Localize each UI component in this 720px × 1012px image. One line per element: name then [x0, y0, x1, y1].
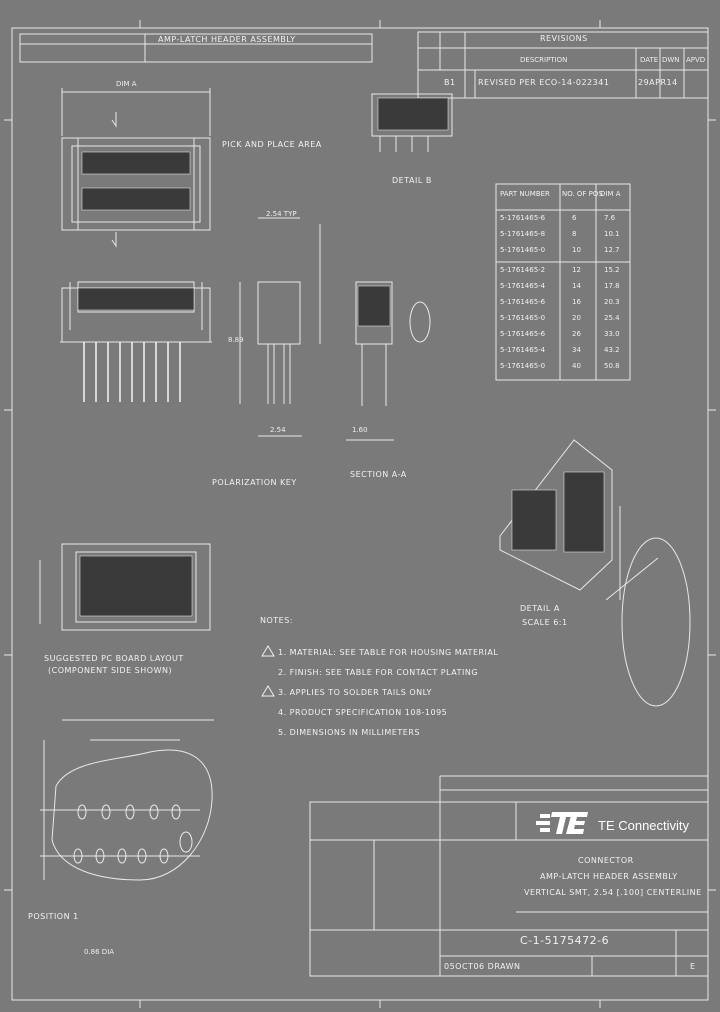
revision-col-description: DESCRIPTION — [520, 56, 568, 64]
table-row: 50.8 — [604, 362, 620, 370]
notes-header: NOTES: — [260, 616, 293, 625]
revisions-header: REVISIONS — [540, 34, 588, 43]
pick-place-callout: PICK AND PLACE AREA — [222, 140, 322, 149]
table-row: 5-1761465-0 — [500, 362, 546, 370]
table-row: 10.1 — [604, 230, 620, 238]
table-row: 14 — [572, 282, 581, 290]
dim-tail: 2.54 — [270, 426, 286, 434]
table-row: 5-1761465-6 — [500, 298, 546, 306]
table-row: 5-1761465-0 — [500, 246, 546, 254]
table-row: 10 — [572, 246, 581, 254]
polarization-callout: POLARIZATION KEY — [212, 478, 297, 487]
dim-pitch: 2.54 TYP — [266, 210, 297, 218]
drawing-number: C-1-5175472-6 — [520, 934, 610, 947]
pcb-layout-sub-label: (COMPONENT SIDE SHOWN) — [48, 666, 173, 675]
revision-col-date: DATE — [640, 56, 659, 64]
table-row: 5-1761465-6 — [500, 330, 546, 338]
part-title-line3: VERTICAL SMT, 2.54 [.100] CENTERLINE — [524, 888, 702, 897]
top-title-text: AMP-LATCH HEADER ASSEMBLY — [158, 35, 296, 44]
note-4: 4. PRODUCT SPECIFICATION 108-1095 — [278, 708, 448, 717]
table-row: 12.7 — [604, 246, 620, 254]
te-logo-icon — [536, 812, 588, 834]
table-row: 5-1761465-8 — [500, 230, 546, 238]
table-header-dim: DIM A — [600, 190, 621, 198]
note-1: 1. MATERIAL: SEE TABLE FOR HOUSING MATER… — [278, 648, 499, 657]
dist-drawn: 05OCT06 DRAWN — [444, 962, 521, 971]
detail-a-label: DETAIL A — [520, 604, 560, 613]
table-row: 17.8 — [604, 282, 620, 290]
table-row: 25.4 — [604, 314, 620, 322]
revision-col-dwn: DWN — [662, 56, 680, 64]
table-row: 5-1761465-0 — [500, 314, 546, 322]
table-row: 5-1761465-4 — [500, 346, 546, 354]
table-row: 6 — [572, 214, 577, 222]
dim-height: 8.89 — [228, 336, 244, 344]
table-row: 26 — [572, 330, 581, 338]
dim-hole: 0.86 DIA — [84, 948, 115, 956]
note-3: 3. APPLIES TO SOLDER TAILS ONLY — [278, 688, 432, 697]
table-row: 34 — [572, 346, 581, 354]
table-row: 8 — [572, 230, 577, 238]
table-row: 7.6 — [604, 214, 616, 222]
position-one-callout: POSITION 1 — [28, 912, 79, 921]
table-row: 15.2 — [604, 266, 620, 274]
pcb-layout-label: SUGGESTED PC BOARD LAYOUT — [44, 654, 184, 663]
sheet-rev: E — [690, 962, 696, 971]
table-row: 5-1761465-4 — [500, 282, 546, 290]
revision-entry: REVISED PER ECO-14-022341 — [478, 78, 610, 87]
scale-label: SCALE 6:1 — [522, 618, 568, 627]
table-header-pos: NO. OF POS — [562, 190, 603, 198]
dim-board: 1.60 — [352, 426, 368, 434]
revision-col-apvd: APVD — [686, 56, 706, 64]
triangle-note-icon — [261, 645, 275, 697]
note-2: 2. FINISH: SEE TABLE FOR CONTACT PLATING — [278, 668, 479, 677]
table-row: 20 — [572, 314, 581, 322]
revision-date: 29APR14 — [638, 78, 678, 87]
table-row: 5-1761465-2 — [500, 266, 546, 274]
table-row: 20.3 — [604, 298, 620, 306]
table-header-part: PART NUMBER — [500, 190, 550, 198]
revision-letter: B1 — [444, 78, 456, 87]
company-name: TE Connectivity — [598, 818, 690, 833]
table-row: 40 — [572, 362, 581, 370]
part-title-line2: AMP-LATCH HEADER ASSEMBLY — [540, 872, 678, 881]
table-row: 12 — [572, 266, 581, 274]
table-row: 5-1761465-6 — [500, 214, 546, 222]
table-row: 16 — [572, 298, 581, 306]
detail-b-label: DETAIL B — [392, 176, 432, 185]
section-aa-label: SECTION A-A — [350, 470, 407, 479]
note-5: 5. DIMENSIONS IN MILLIMETERS — [278, 728, 420, 737]
part-title-line1: CONNECTOR — [578, 856, 634, 865]
table-row: 43.2 — [604, 346, 620, 354]
dim-overall: DIM A — [116, 80, 137, 88]
table-row: 33.0 — [604, 330, 620, 338]
